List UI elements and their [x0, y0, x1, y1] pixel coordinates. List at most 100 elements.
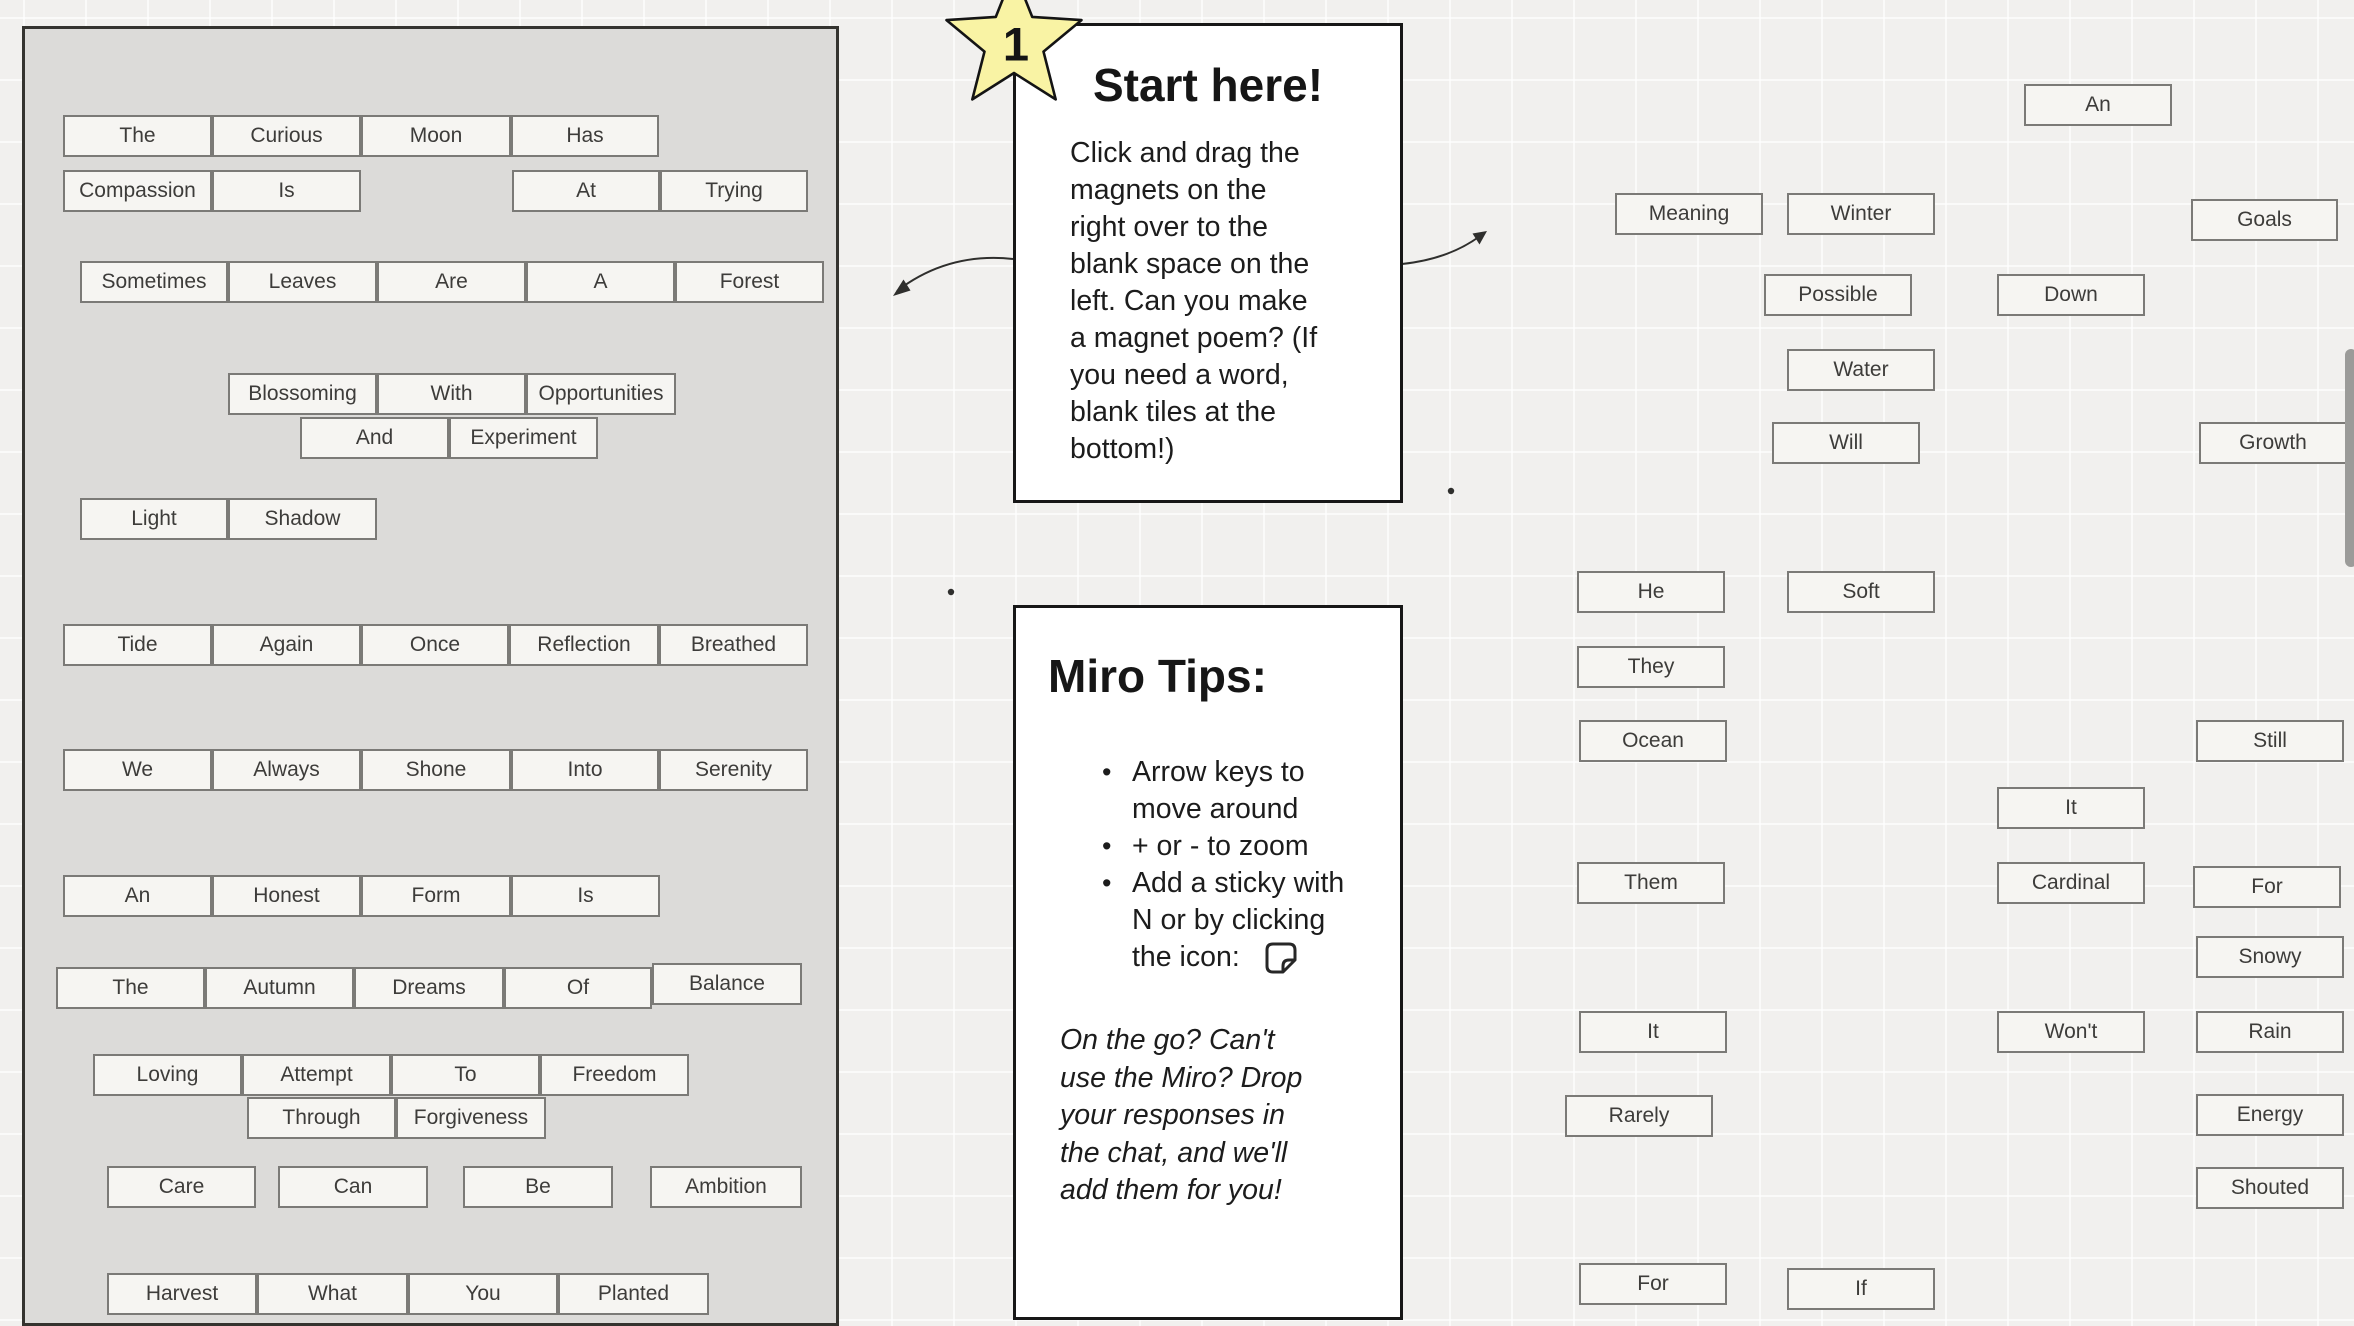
word-tile[interactable]: Can	[278, 1166, 428, 1208]
word-tile[interactable]: Down	[1997, 274, 2145, 316]
word-tile[interactable]: Reflection	[509, 624, 659, 666]
word-tile[interactable]: Curious	[212, 115, 361, 157]
word-tile[interactable]: Forgiveness	[396, 1097, 546, 1139]
word-tile[interactable]: At	[512, 170, 660, 212]
word-tile[interactable]: Energy	[2196, 1094, 2344, 1136]
word-tile-label: Is	[278, 179, 295, 202]
word-tile-label: Won't	[2044, 1020, 2098, 1043]
word-tile[interactable]: Still	[2196, 720, 2344, 762]
word-tile[interactable]: Blossoming	[228, 373, 377, 415]
word-tile[interactable]: For	[1579, 1263, 1727, 1305]
word-tile[interactable]: Has	[511, 115, 659, 157]
word-tile[interactable]: To	[391, 1054, 540, 1096]
word-tile[interactable]: Meaning	[1615, 193, 1763, 235]
word-tile[interactable]: Cardinal	[1997, 862, 2145, 904]
word-tile[interactable]: Experiment	[449, 417, 598, 459]
word-tile[interactable]: Opportunities	[526, 373, 676, 415]
word-tile[interactable]: Forest	[675, 261, 824, 303]
word-tile[interactable]: Will	[1772, 422, 1920, 464]
word-tile[interactable]: You	[408, 1273, 558, 1315]
word-tile[interactable]: Serenity	[659, 749, 808, 791]
word-tile[interactable]: Into	[511, 749, 659, 791]
word-tile[interactable]: Growth	[2199, 422, 2347, 464]
miro-tips-card[interactable]: Miro Tips: Arrow keys to move around + o…	[1013, 605, 1403, 1320]
word-tile[interactable]: Is	[212, 170, 361, 212]
word-tile[interactable]: Through	[247, 1097, 396, 1139]
word-tile[interactable]: Won't	[1997, 1011, 2145, 1053]
word-tile-label: Trying	[705, 179, 763, 202]
word-tile[interactable]: Again	[212, 624, 361, 666]
word-tile[interactable]: The	[63, 115, 212, 157]
word-tile[interactable]: Planted	[558, 1273, 709, 1315]
stray-dot	[1447, 487, 1455, 495]
word-tile[interactable]: Tide	[63, 624, 212, 666]
word-tile-label: Growth	[2239, 431, 2307, 454]
word-tile[interactable]: For	[2193, 866, 2341, 908]
vertical-scrollbar-thumb[interactable]	[2345, 349, 2354, 567]
word-tile[interactable]: Care	[107, 1166, 256, 1208]
word-tile[interactable]: Of	[504, 967, 652, 1009]
step-1-star[interactable]: 1	[935, 0, 1095, 113]
word-tile[interactable]: The	[56, 967, 205, 1009]
word-tile[interactable]: Winter	[1787, 193, 1935, 235]
word-tile[interactable]: Leaves	[228, 261, 377, 303]
word-tile[interactable]: Snowy	[2196, 936, 2344, 978]
word-tile-label: Shadow	[264, 507, 341, 530]
word-tile[interactable]: Shone	[361, 749, 511, 791]
word-tile-label: Down	[2044, 283, 2098, 306]
word-tile[interactable]: Shadow	[228, 498, 377, 540]
word-tile[interactable]: It	[1579, 1011, 1727, 1053]
arrowhead-right-icon	[1472, 231, 1487, 245]
word-tile[interactable]: Shouted	[2196, 1167, 2344, 1209]
word-tile[interactable]: Water	[1787, 349, 1935, 391]
word-tile-label: Breathed	[690, 633, 777, 656]
word-tile[interactable]: Soft	[1787, 571, 1935, 613]
word-tile-label: Moon	[409, 124, 463, 147]
word-tile[interactable]: Balance	[652, 963, 802, 1005]
word-tile[interactable]: Light	[80, 498, 228, 540]
word-tile-label: If	[1855, 1277, 1867, 1300]
word-tile[interactable]: And	[300, 417, 449, 459]
word-tile[interactable]: If	[1787, 1268, 1935, 1310]
word-tile[interactable]: Breathed	[659, 624, 808, 666]
word-tile[interactable]: With	[377, 373, 526, 415]
word-tile[interactable]: Them	[1577, 862, 1725, 904]
word-tile[interactable]: Trying	[660, 170, 808, 212]
word-tile[interactable]: Is	[511, 875, 660, 917]
word-tile[interactable]: Autumn	[205, 967, 354, 1009]
word-tile[interactable]: It	[1997, 787, 2145, 829]
word-tile[interactable]: Dreams	[354, 967, 504, 1009]
word-tile[interactable]: Possible	[1764, 274, 1912, 316]
word-tile[interactable]: Ambition	[650, 1166, 802, 1208]
word-tile[interactable]: He	[1577, 571, 1725, 613]
arrow-to-magnets	[1401, 235, 1481, 265]
word-tile[interactable]: Moon	[361, 115, 511, 157]
word-tile[interactable]: An	[63, 875, 212, 917]
word-tile[interactable]: Harvest	[107, 1273, 257, 1315]
word-tile[interactable]: Goals	[2191, 199, 2338, 241]
word-tile[interactable]: Be	[463, 1166, 613, 1208]
word-tile[interactable]: Form	[361, 875, 511, 917]
start-note-card[interactable]: Start here! Click and drag the magnets o…	[1013, 23, 1403, 503]
word-tile[interactable]: Rain	[2196, 1011, 2344, 1053]
word-tile[interactable]: Sometimes	[80, 261, 228, 303]
word-tile[interactable]: Freedom	[540, 1054, 689, 1096]
word-tile-label: The	[119, 124, 156, 147]
word-tile[interactable]: Loving	[93, 1054, 242, 1096]
word-tile[interactable]: Ocean	[1579, 720, 1727, 762]
word-tile[interactable]: An	[2024, 84, 2172, 126]
word-tile[interactable]: A	[526, 261, 675, 303]
word-tile[interactable]: Honest	[212, 875, 361, 917]
word-tile[interactable]: Compassion	[63, 170, 212, 212]
word-tile-label: Can	[333, 1175, 373, 1198]
word-tile[interactable]: We	[63, 749, 212, 791]
word-tile[interactable]: Are	[377, 261, 526, 303]
word-tile[interactable]: They	[1577, 646, 1725, 688]
word-tile[interactable]: Rarely	[1565, 1095, 1713, 1137]
word-tile[interactable]: What	[257, 1273, 408, 1315]
sticky-note-icon[interactable]	[1262, 940, 1300, 976]
word-tile[interactable]: Once	[361, 624, 509, 666]
word-tile[interactable]: Attempt	[242, 1054, 391, 1096]
word-tile[interactable]: Always	[212, 749, 361, 791]
